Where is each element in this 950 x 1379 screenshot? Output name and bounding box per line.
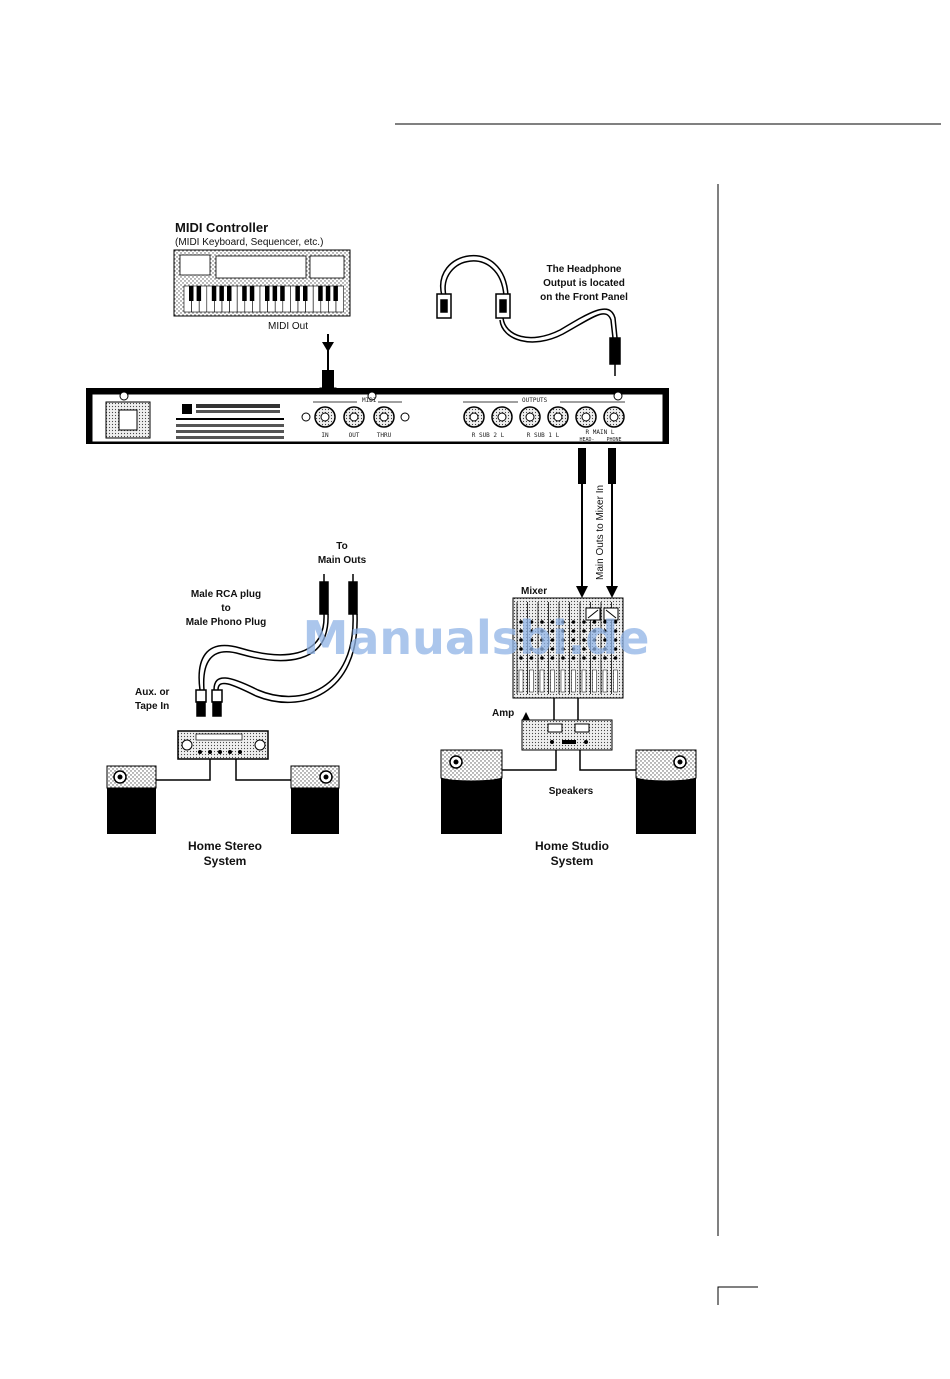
midi-thru-label: THRU (377, 432, 392, 439)
mixer-strip (569, 602, 576, 694)
black-key (325, 286, 331, 301)
headphones (436, 255, 621, 376)
main-outs-cables (576, 448, 618, 598)
mixer-strip (548, 602, 555, 694)
output-jack (603, 406, 625, 428)
to-main-outs-line2: Main Outs (318, 555, 367, 566)
midi-cable (319, 334, 337, 395)
black-key (303, 286, 308, 301)
main-outs-mixer-label: Main Outs to Mixer In (595, 485, 606, 580)
rear-panel: MIDI IN OUT THRU OUTPUTS R SUB 2 L R SUB… (86, 388, 669, 444)
phone-label: PHONE (606, 437, 621, 443)
headphone-note-line2: Output is located (543, 278, 625, 289)
controller-midi-out-label: MIDI Out (268, 321, 308, 332)
amplifier (521, 719, 613, 751)
black-key (280, 286, 285, 301)
mixer-channel-strips (516, 602, 618, 694)
mixer (512, 597, 624, 699)
amp-label: Amp (492, 708, 514, 719)
stereo-speaker-left (106, 765, 157, 834)
output-jack (575, 406, 597, 428)
black-key (196, 286, 202, 301)
black-key (249, 286, 255, 301)
headphone-note-line1: The Headphone (546, 264, 621, 275)
black-key (227, 286, 232, 301)
black-key (242, 286, 247, 301)
black-key (295, 286, 300, 301)
output-jack (491, 406, 513, 428)
output-jacks (463, 406, 625, 428)
rca-label-line2: to (221, 603, 230, 614)
controller-subtitle: (MIDI Keyboard, Sequencer, etc.) (175, 237, 323, 248)
rca-label-line1: Male RCA plug (191, 589, 261, 600)
to-main-outs-line1: To (336, 541, 347, 552)
black-key (318, 286, 323, 301)
rear-midi-header: MIDI (362, 397, 377, 404)
black-key (265, 286, 270, 301)
footer-corner (717, 1286, 758, 1305)
studio-speaker-left (440, 749, 503, 834)
headphone-label: HEAD- (579, 437, 594, 443)
midi-keyboard (173, 249, 351, 317)
controller-title: MIDI Controller (175, 220, 268, 235)
mixer-strip (558, 602, 566, 694)
studio-speaker-right (635, 749, 697, 834)
stereo-speaker-right (290, 765, 340, 834)
aux-in-line1: Aux. or (135, 687, 170, 698)
mixer-strip (527, 602, 534, 694)
main-label: R MAIN L (586, 429, 615, 436)
keyboard-keys (183, 285, 344, 313)
mixer-label: Mixer (521, 586, 547, 597)
midi-in-port (314, 406, 336, 428)
black-key (272, 286, 278, 301)
stereo-receiver (177, 730, 269, 760)
home-studio-line2: System (551, 854, 594, 868)
rca-label-line3: Male Phono Plug (186, 617, 267, 628)
midi-thru-port (373, 406, 395, 428)
home-studio-line1: Home Studio (535, 839, 609, 853)
mixer-strip (516, 602, 524, 694)
midi-out-label: OUT (349, 432, 360, 439)
home-stereo-line1: Home Stereo (188, 839, 262, 853)
mixer-strip (600, 602, 608, 694)
mixer-strip (579, 602, 587, 694)
aux-in-line2: Tape In (135, 701, 169, 712)
midi-out-port (343, 406, 365, 428)
sub1-label: R SUB 1 L (527, 432, 560, 439)
mixer-strip (537, 602, 545, 694)
black-key (219, 286, 224, 301)
black-key (189, 286, 194, 301)
black-key (333, 286, 338, 301)
output-jack (519, 406, 541, 428)
sub2-label: R SUB 2 L (472, 432, 505, 439)
watermark: Manualsbi.de (303, 611, 650, 665)
midi-in-label: IN (321, 432, 329, 439)
speakers-label: Speakers (549, 786, 594, 797)
output-jack (463, 406, 485, 428)
headphone-note-line3: on the Front Panel (540, 292, 628, 303)
black-key (211, 286, 217, 301)
outputs-header: OUTPUTS (522, 397, 548, 404)
home-stereo-line2: System (204, 854, 247, 868)
output-jack (547, 406, 569, 428)
rca-phono-cable (195, 574, 358, 717)
